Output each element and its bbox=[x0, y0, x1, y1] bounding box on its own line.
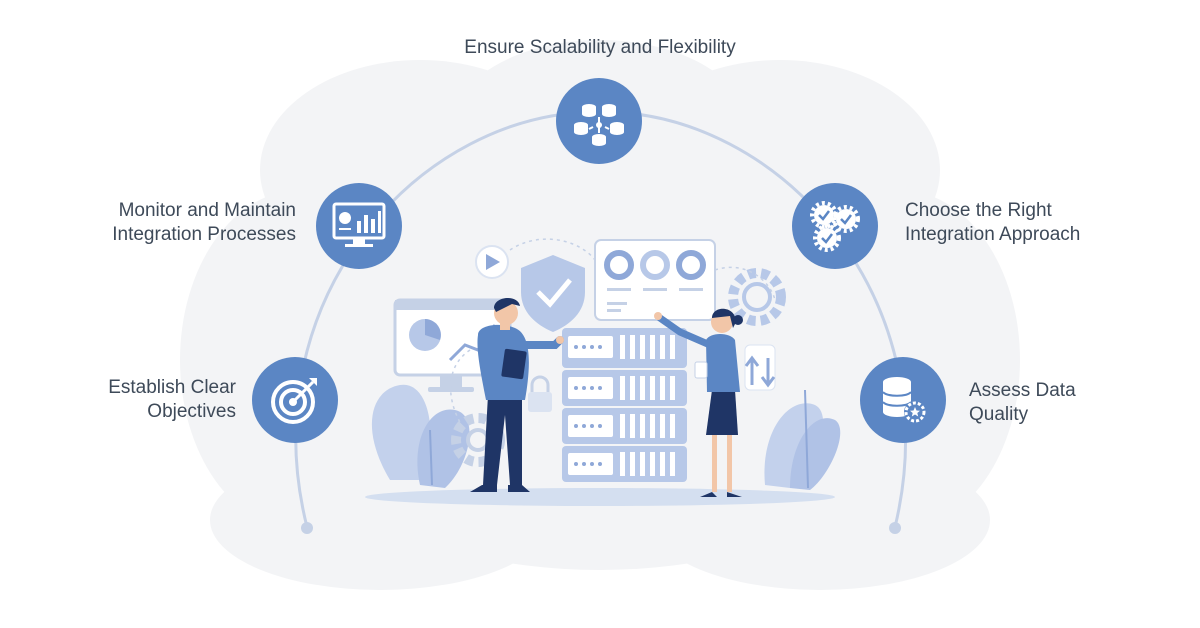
gears-check-icon bbox=[810, 201, 860, 252]
database-network-icon bbox=[574, 104, 624, 146]
woman-figure bbox=[654, 308, 743, 497]
label-objectives-line2: Objectives bbox=[147, 401, 236, 422]
shield-illustration bbox=[521, 255, 585, 332]
database-badge-icon bbox=[882, 377, 926, 423]
label-objectives: Establish Clear Objectives bbox=[60, 376, 236, 424]
label-scalability: Ensure Scalability and Flexibility bbox=[400, 36, 800, 60]
label-quality-line2: Quality bbox=[969, 404, 1029, 425]
label-approach-line2: Integration Approach bbox=[905, 224, 1081, 245]
gear-illustration-right bbox=[728, 268, 786, 326]
label-quality-line1: Assess Data bbox=[969, 380, 1076, 401]
man-figure bbox=[470, 297, 564, 492]
arc-endpoint-left bbox=[301, 522, 313, 534]
padlock-illustration bbox=[528, 375, 552, 412]
dashboard-monitor-icon bbox=[332, 202, 386, 247]
label-quality: Assess Data Quality bbox=[969, 379, 1169, 427]
label-approach-line1: Choose the Right bbox=[905, 200, 1052, 221]
target-arrow-icon bbox=[271, 378, 317, 424]
ground-shadow bbox=[365, 488, 835, 506]
dotted-line-top bbox=[509, 238, 596, 261]
node-objectives bbox=[252, 357, 338, 443]
arc-endpoint-right bbox=[889, 522, 901, 534]
label-monitor-line1: Monitor and Maintain bbox=[118, 200, 296, 221]
label-approach: Choose the Right Integration Approach bbox=[905, 199, 1165, 247]
node-quality bbox=[860, 357, 946, 443]
label-monitor-line2: Integration Processes bbox=[112, 224, 296, 245]
server-rack bbox=[562, 328, 687, 482]
dotted-line-right bbox=[714, 266, 776, 301]
plant-right bbox=[764, 389, 841, 490]
play-illustration bbox=[475, 245, 509, 279]
dashboard-card bbox=[594, 239, 716, 321]
label-objectives-line1: Establish Clear bbox=[108, 377, 236, 398]
node-approach bbox=[792, 183, 878, 269]
node-scalability bbox=[556, 78, 642, 164]
label-scalability-line1: Ensure Scalability and Flexibility bbox=[464, 37, 736, 58]
label-monitor: Monitor and Maintain Integration Process… bbox=[60, 199, 296, 247]
node-monitor bbox=[316, 183, 402, 269]
sync-arrows-illustration bbox=[744, 344, 776, 391]
